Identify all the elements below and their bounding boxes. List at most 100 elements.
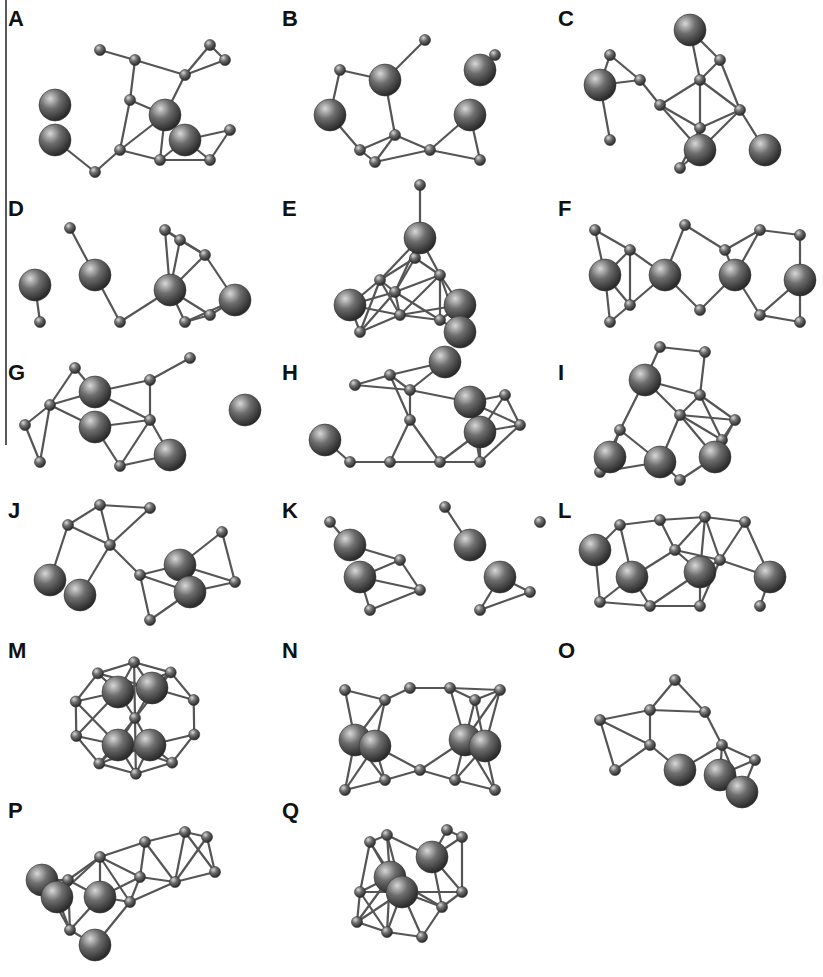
small-atom [675,410,686,421]
panel-letter: L [558,500,571,522]
bond-line [650,605,700,607]
small-atom [605,50,616,61]
small-atom [180,827,191,838]
bond-line [675,517,705,550]
panel-letter: B [282,8,298,30]
large-atom [79,411,111,443]
small-atom [130,713,141,724]
bond-line [165,230,205,255]
small-atom [695,390,706,401]
bond-line [40,405,50,462]
small-atom [625,300,636,311]
small-atom [145,375,156,386]
large-atom [169,124,201,156]
bond-line [50,368,75,405]
panel-letter: I [558,362,564,384]
small-atom [135,570,146,581]
bond-line [150,358,190,380]
bond-line [145,832,185,842]
small-atom [670,675,681,686]
panel-letter: K [282,500,298,522]
bond-line [110,508,150,545]
bond-line [615,745,650,770]
small-atom [755,225,766,236]
small-atom [145,415,156,426]
small-atom [715,555,726,566]
small-atom [385,457,396,468]
bond-line [455,780,495,790]
large-atom [359,730,391,762]
small-atom [405,415,416,426]
small-atom [355,145,366,156]
bond-line [345,690,385,700]
small-atom [115,317,126,328]
large-atom [79,376,111,408]
small-atom [155,155,166,166]
large-atom [404,222,436,254]
large-atom [134,729,166,761]
bond-line [100,842,145,857]
small-atom [20,420,31,431]
bond-line [390,420,410,462]
large-atom [584,69,616,101]
bond-line [480,592,530,610]
small-atom [380,695,391,706]
small-atom [189,729,200,740]
small-atom [635,75,646,86]
bond-line [145,842,175,882]
panel-letter: A [8,8,24,30]
small-atom [675,163,686,174]
small-atom [210,867,221,878]
small-atom [129,657,140,668]
large-atom [594,441,626,473]
small-atom [35,317,46,328]
bond-line [680,415,722,440]
large-atom [784,264,816,296]
small-atom [442,825,453,836]
small-atom [92,668,103,679]
small-atom [340,785,351,796]
small-atom [475,457,486,468]
large-atom [39,124,71,156]
large-atom [454,529,486,561]
large-atom [649,259,681,291]
large-atom [484,561,516,593]
large-atom [629,364,661,396]
small-atom [615,425,626,436]
small-atom [175,235,186,246]
small-atom [352,917,363,928]
large-atom [39,89,71,121]
small-atom [205,40,216,51]
small-atom [70,363,81,374]
bond-line [350,461,390,463]
small-atom [35,457,46,468]
small-atom [735,105,746,116]
small-atom [382,927,393,938]
bond-line [130,882,175,902]
panel-letter: O [558,640,575,662]
bond-line [160,159,210,161]
bond-line [120,100,130,150]
bond-line [135,672,171,718]
small-atom [395,310,406,321]
small-atom [470,695,481,706]
large-atom [464,54,496,86]
small-atom [420,35,431,46]
large-atom [726,776,758,808]
small-atom [595,597,606,608]
bond-line [390,461,440,463]
small-atom [695,305,706,316]
large-atom [719,259,751,291]
bond-line [395,275,440,292]
small-atom [390,130,401,141]
large-atom [369,64,401,96]
panel-letter: E [282,198,297,220]
small-atom [370,157,381,168]
bond-line [600,710,650,720]
small-atom [115,145,126,156]
small-atom [755,310,766,321]
small-atom [355,887,366,898]
small-atom [390,287,401,298]
small-atom [71,730,82,741]
small-atom [90,167,101,178]
